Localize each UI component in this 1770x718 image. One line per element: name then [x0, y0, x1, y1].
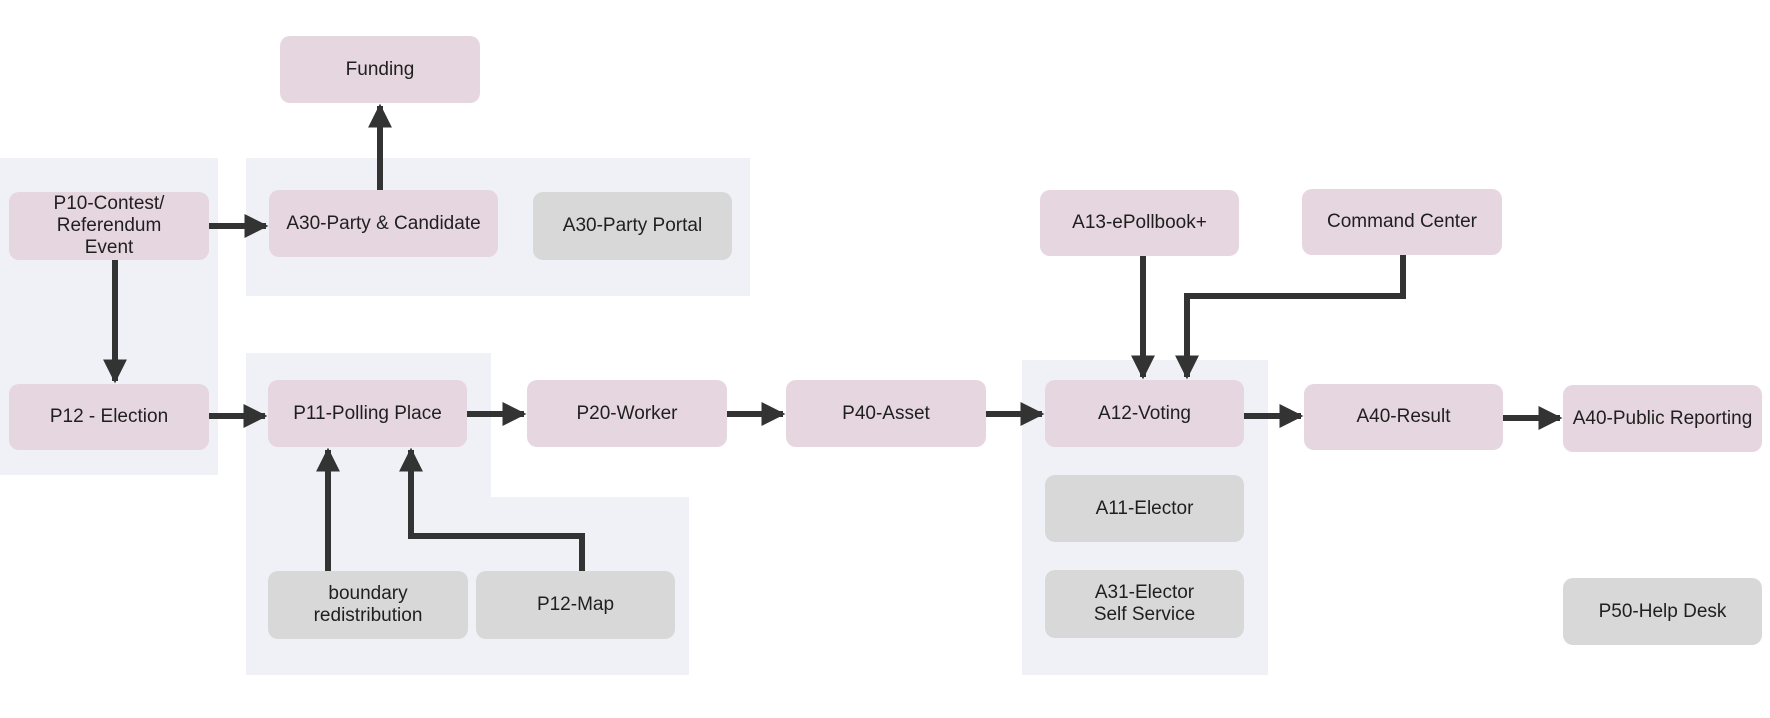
node-boundary-redistribution[interactable]: boundary redistribution: [268, 571, 468, 639]
node-command-center[interactable]: Command Center: [1302, 189, 1502, 255]
node-p40-asset[interactable]: P40-Asset: [786, 380, 986, 447]
node-a40-public-reporting[interactable]: A40-Public Reporting: [1563, 385, 1762, 452]
node-a30-party-portal[interactable]: A30-Party Portal: [533, 192, 732, 260]
node-a31-elector-self-service[interactable]: A31-Elector Self Service: [1045, 570, 1244, 638]
node-a30-party-candidate[interactable]: A30-Party & Candidate: [269, 190, 498, 257]
node-a40-result[interactable]: A40-Result: [1304, 384, 1503, 450]
node-funding[interactable]: Funding: [280, 36, 480, 103]
node-p50-help-desk[interactable]: P50-Help Desk: [1563, 578, 1762, 645]
edge-map-p11: [399, 447, 585, 571]
node-p12-map[interactable]: P12-Map: [476, 571, 675, 639]
node-a13-epollbook[interactable]: A13-ePollbook+: [1040, 190, 1239, 256]
node-p11-polling-place[interactable]: P11-Polling Place: [268, 380, 467, 447]
edge-command-a12: [1175, 255, 1406, 380]
node-a11-elector[interactable]: A11-Elector: [1045, 475, 1244, 542]
node-p10-contest-referendum-event[interactable]: P10-Contest/ Referendum Event: [9, 192, 209, 260]
node-p20-worker[interactable]: P20-Worker: [527, 380, 727, 447]
node-p12-election[interactable]: P12 - Election: [9, 384, 209, 450]
node-a12-voting[interactable]: A12-Voting: [1045, 380, 1244, 447]
